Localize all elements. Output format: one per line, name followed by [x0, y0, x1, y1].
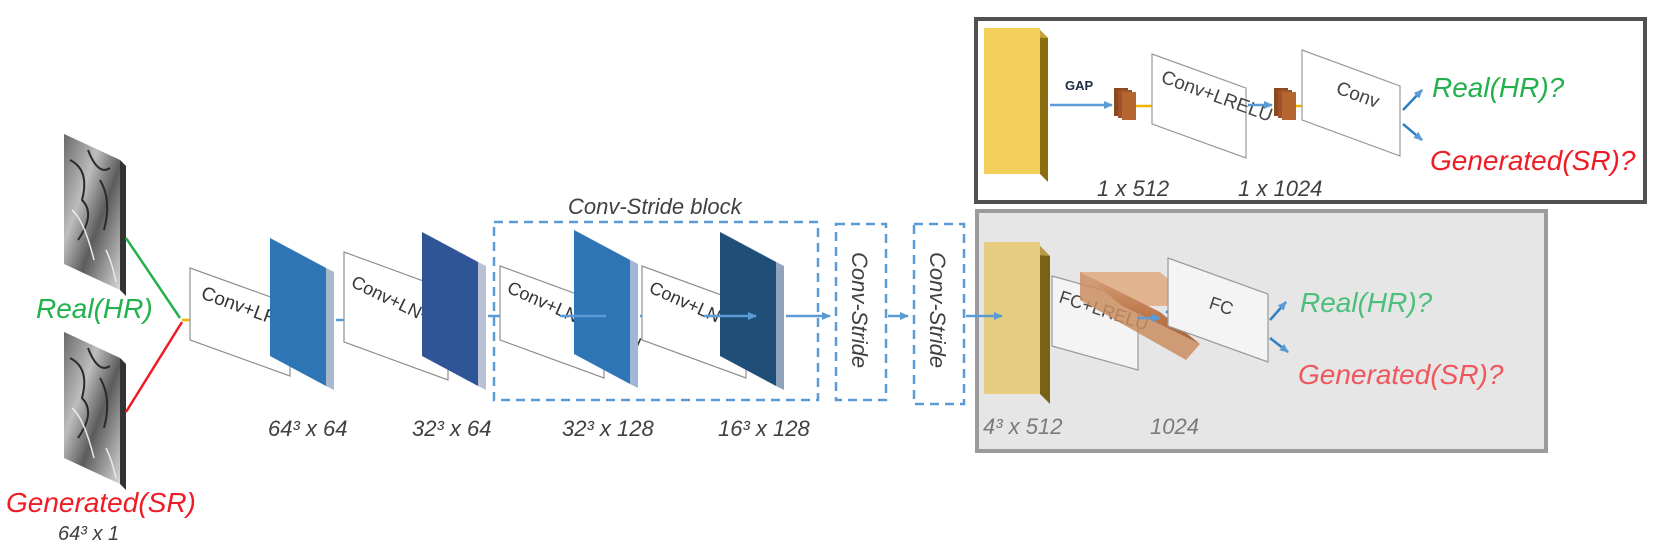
feature-map-2 — [422, 232, 486, 390]
input-size-label: 64³ x 1 — [58, 523, 119, 545]
generated-connector — [124, 321, 184, 413]
conv-stride-block-title: Conv-Stride block — [568, 194, 743, 219]
gap-size-2: 1 x 1024 — [1238, 176, 1322, 201]
real-connector — [124, 237, 182, 319]
size-label-3: 32³ x 128 — [562, 416, 654, 441]
size-label-4: 16³ x 128 — [718, 416, 810, 441]
gap-input-block — [984, 28, 1040, 174]
fc-size-1: 4³ x 512 — [983, 414, 1063, 439]
conv-stride-block-frame — [492, 220, 820, 402]
input-generated-label: Generated(SR) — [6, 487, 196, 518]
fc-size-2: 1024 — [1150, 414, 1199, 439]
gap-layer1-panel — [1151, 53, 1247, 159]
fc-layer2-panel — [1167, 257, 1269, 363]
layer-conv-lrelu-panel — [189, 267, 291, 377]
fc-out-arrow-real — [1269, 301, 1287, 321]
gap-out-generated: Generated(SR)? — [1430, 145, 1636, 176]
gap-head-panel: GAP Conv+LRELU Conv Real(HR)? Generated(… — [974, 17, 1647, 204]
input-real-volume — [64, 134, 126, 296]
fc-out-real: Real(HR)? — [1300, 287, 1433, 318]
gap-out-arrow-generated — [1402, 123, 1423, 141]
fc-input-block — [984, 242, 1040, 394]
gap-size-1: 1 x 512 — [1097, 176, 1169, 201]
input-generated-volume — [64, 332, 126, 490]
gap-layer2-panel — [1301, 49, 1401, 157]
conv-stride-1-box — [834, 222, 888, 402]
fc-feature-bar-face — [1080, 272, 1200, 360]
size-label-1: 64³ x 64 — [268, 416, 348, 441]
conv-stride-2-box — [912, 222, 966, 406]
input-real-label: Real(HR) — [36, 293, 153, 324]
conv-stride-1-label: Conv-Stride — [847, 252, 872, 368]
feature-map-1 — [270, 238, 334, 390]
fc-input-block-side — [1040, 246, 1050, 404]
gap-feature-stack-2 — [1274, 88, 1296, 120]
feature-map-3 — [574, 230, 638, 388]
gap-out-arrow-real — [1402, 89, 1423, 111]
fc-head-panel: FC+LRELU FC Real(HR)? Generated(SR)? 4³ … — [975, 209, 1548, 453]
gap-out-real: Real(HR)? — [1432, 72, 1565, 103]
fc-out-generated: Generated(SR)? — [1298, 359, 1504, 390]
gap-label: GAP — [1065, 78, 1094, 93]
fc-out-arrow-generated — [1269, 337, 1289, 353]
gap-input-block-side — [1040, 30, 1048, 182]
size-label-2: 32³ x 64 — [412, 416, 492, 441]
conv-stride-2-label: Conv-Stride — [925, 252, 950, 368]
gap-feature-stack-1 — [1114, 88, 1136, 120]
feature-map-4 — [720, 232, 784, 390]
